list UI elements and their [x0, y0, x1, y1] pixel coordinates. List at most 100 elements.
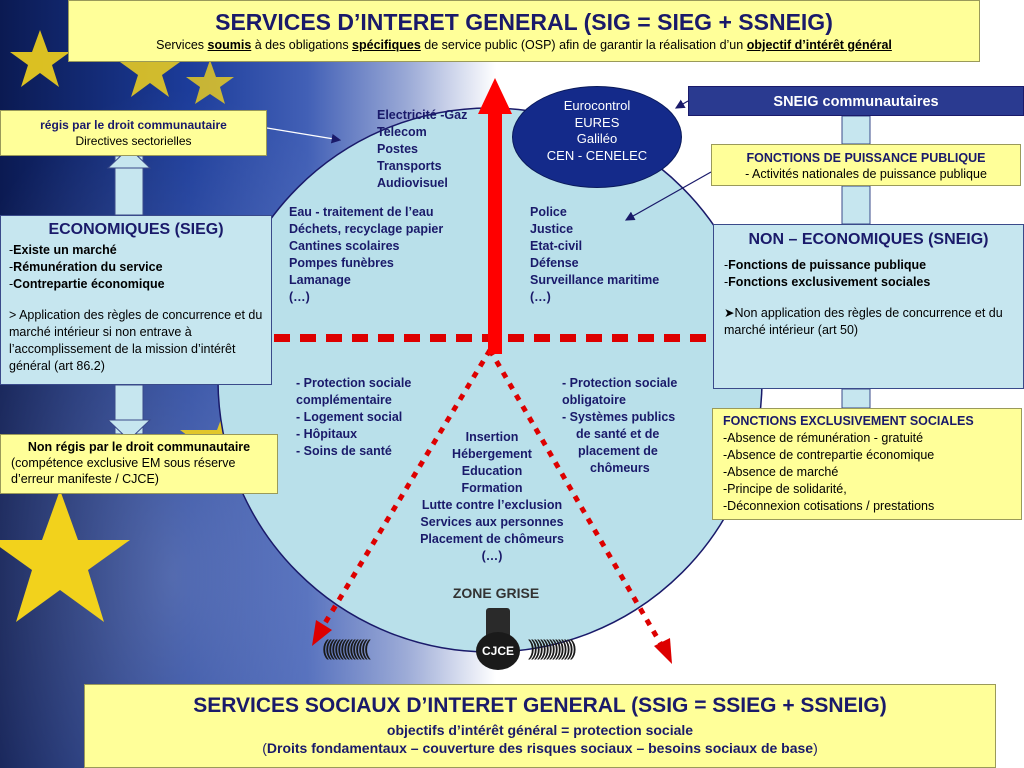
fes-item: -Absence de marché — [723, 465, 839, 479]
social-right-list: - Protection sociale obligatoire - Systè… — [562, 375, 677, 477]
euro-agencies-ellipse: Eurocontrol EURES Galiléo CEN - CENELEC — [512, 86, 682, 188]
list-item: - Systèmes publics — [562, 410, 676, 424]
sieg-item: -Existe un marché — [9, 243, 117, 257]
list-item: Telecom — [377, 125, 427, 139]
fpp-box: FONCTIONS DE PUISSANCE PUBLIQUE - Activi… — [711, 144, 1021, 186]
non-eco-note: ➤Non application des règles de concurren… — [724, 305, 1013, 339]
list-item: Justice — [530, 222, 574, 236]
page-subtitle: Services soumis à des obligations spécif… — [69, 37, 979, 53]
list-item: Lamanage — [289, 273, 351, 287]
title-box: SERVICES D’INTERET GENERAL (SIG = SIEG +… — [68, 0, 980, 62]
eu-star-icon — [186, 60, 234, 104]
non-regis-line2: (compétence exclusive EM sous réserve d’… — [11, 456, 236, 486]
subtitle-emphasis: objectif d’intérêt général — [746, 38, 892, 52]
subtitle-part: à des obligations — [251, 38, 353, 52]
sieg-item-text: Contrepartie économique — [13, 277, 165, 291]
regis-box: régis par le droit communautaire Directi… — [0, 110, 267, 156]
non-eco-box: NON – ECONOMIQUES (SNEIG) -Fonctions de … — [713, 224, 1024, 389]
fpp-line1: FONCTIONS DE PUISSANCE PUBLIQUE — [746, 151, 986, 165]
non-regis-line1: Non régis par le droit communautaire — [27, 440, 251, 454]
paren-open: ( — [262, 740, 267, 756]
wave-right: ))))))))))))))) — [528, 637, 577, 660]
list-item: (…) — [289, 290, 310, 304]
non-regis-box: Non régis par le droit communautaire (co… — [0, 434, 278, 494]
non-eco-item-text: Fonctions exclusivement sociales — [728, 275, 931, 289]
regis-line2: Directives sectorielles — [75, 134, 192, 148]
list-item: Eau - traitement de l’eau — [289, 205, 434, 219]
subtitle-emphasis: spécifiques — [352, 38, 421, 52]
list-item: Formation — [461, 481, 523, 495]
fes-item: -Déconnexion cotisations / prestations — [723, 499, 935, 513]
eu-star-icon — [0, 490, 130, 622]
euro-item: EURES — [574, 114, 620, 130]
fpp-line2: - Activités nationales de puissance publ… — [745, 167, 987, 181]
pointer-fpp — [624, 171, 712, 221]
list-item: complémentaire — [296, 393, 392, 407]
bottom-rights-text: Droits fondamentaux – couverture des ris… — [266, 740, 814, 756]
sneig-header: SNEIG communautaires — [688, 86, 1024, 116]
sieg-title: ECONOMIQUES (SIEG) — [48, 221, 224, 238]
fes-box: FONCTIONS EXCLUSIVEMENT SOCIALES -Absenc… — [712, 408, 1022, 520]
list-item: Hébergement — [452, 447, 532, 461]
fes-item: -Absence de rémunération - gratuité — [723, 431, 924, 445]
non-eco-title: NON – ECONOMIQUES (SNEIG) — [748, 231, 989, 248]
local-services-list: Eau - traitement de l’eau Déchets, recyc… — [289, 204, 443, 306]
euro-item: Eurocontrol — [563, 98, 631, 113]
list-item: - Hôpitaux — [296, 427, 358, 441]
vertical-arrow-shaft — [488, 110, 502, 354]
list-item: Transports — [377, 159, 442, 173]
fes-title: FONCTIONS EXCLUSIVEMENT SOCIALES — [723, 414, 974, 428]
insertion-list: Insertion Hébergement Education Formatio… — [402, 429, 582, 565]
list-item: (…) — [481, 549, 503, 563]
list-item: Etat-civil — [530, 239, 583, 253]
arrow-icon — [654, 638, 672, 664]
list-item: placement de — [578, 444, 658, 458]
eu-star-icon — [120, 40, 180, 97]
non-eco-item: -Fonctions de puissance publique — [724, 258, 927, 272]
dotted-arrow-right — [487, 348, 665, 648]
sieg-item: -Contrepartie économique — [9, 277, 165, 291]
connector-right-2 — [841, 185, 871, 225]
bottom-subtitle: objectifs d’intérêt général = protection… — [386, 722, 694, 738]
list-item: - Protection sociale — [296, 376, 412, 390]
sieg-item-text: Existe un marché — [13, 243, 117, 257]
social-left-list: - Protection sociale complémentaire - Lo… — [296, 375, 411, 460]
paren-close: ) — [813, 740, 818, 756]
cjce-badge: CJCE — [476, 632, 520, 670]
list-item: Insertion — [465, 430, 519, 444]
subtitle-part: Services — [156, 38, 208, 52]
pointer-regis — [266, 127, 342, 144]
list-item: Cantines scolaires — [289, 239, 400, 253]
list-item: Electricité -Gaz — [377, 108, 468, 122]
non-eco-item: -Fonctions exclusivement sociales — [724, 275, 931, 289]
regis-line1: régis par le droit communautaire — [40, 118, 227, 132]
subtitle-emphasis: soumis — [207, 38, 252, 52]
eu-star-icon — [10, 30, 70, 87]
list-item: Postes — [377, 142, 418, 156]
list-item: Services aux personnes — [420, 515, 564, 529]
subtitle-part: de service public (OSP) afin de garantir… — [420, 38, 747, 52]
connector-left-lower-head — [106, 419, 152, 441]
list-item: Surveillance maritime — [530, 273, 660, 287]
list-item: Police — [530, 205, 567, 219]
list-item: (…) — [530, 290, 551, 304]
connector-left-upper-head — [106, 147, 152, 169]
wave-left: ((((((((((((((( — [322, 637, 371, 660]
list-item: Lutte contre l’exclusion — [421, 498, 563, 512]
list-item: Défense — [530, 256, 579, 270]
list-item: - Logement social — [296, 410, 403, 424]
list-item: Pompes funèbres — [289, 256, 394, 270]
euro-item: Galiléo — [576, 131, 618, 146]
non-eco-item-text: Fonctions de puissance publique — [728, 258, 927, 272]
bottom-rights: (Droits fondamentaux – couverture des ri… — [85, 739, 995, 757]
list-item: chômeurs — [590, 461, 650, 475]
arrow-bullet-icon: ➤ — [724, 306, 735, 320]
fes-item: -Principe de solidarité, — [723, 482, 847, 496]
list-item: de santé et de — [576, 427, 660, 441]
connector-right-1 — [841, 115, 871, 145]
list-item: Placement de chômeurs — [420, 532, 564, 546]
sieg-item: -Rémunération du service — [9, 260, 163, 274]
fes-item: -Absence de contrepartie économique — [723, 448, 935, 462]
list-item: - Soins de santé — [296, 444, 392, 458]
euro-item: CEN - CENELEC — [546, 147, 648, 163]
